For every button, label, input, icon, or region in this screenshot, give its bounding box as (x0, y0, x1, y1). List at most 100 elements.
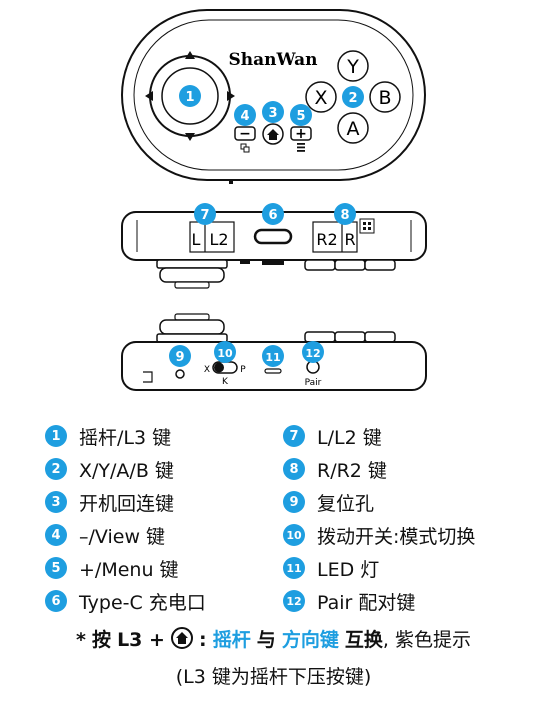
view-icon (240, 143, 250, 153)
legend-badge: 11 (283, 557, 305, 579)
note-line-1: * 按 L3 + : 摇杆 与 方向键 互换, 紫色提示 (0, 625, 547, 652)
arrow-left-icon (145, 91, 153, 101)
svg-text:5: 5 (296, 109, 305, 124)
svg-text:Pair: Pair (305, 378, 322, 388)
legend-label: 拨动开关:模式切换 (317, 525, 476, 548)
menu-icon (297, 143, 305, 152)
note-swap: 互换 (344, 629, 383, 651)
home-icon (267, 129, 279, 140)
note-and: 与 (256, 629, 276, 651)
reset-hole (175, 369, 185, 379)
legend-label: Type-C 充电口 (79, 591, 206, 614)
legend-badge: 5 (45, 557, 67, 579)
legend-item-11: 11 LED 灯 (283, 554, 379, 582)
legend-badge: 6 (45, 590, 67, 612)
minus-button (234, 126, 256, 141)
controller-top-view: L L2 R2 R 6 7 (121, 203, 427, 289)
legend-label: Pair 配对键 (317, 591, 416, 614)
callout-5: 5 (290, 104, 312, 126)
home-icon (170, 627, 193, 649)
callout-11: 11 (262, 345, 284, 367)
note-line-2: (L3 键为摇杆下压按键) (175, 666, 372, 688)
note-colon: : (199, 629, 207, 651)
svg-text:P: P (240, 365, 246, 375)
svg-text:B: B (378, 87, 391, 109)
legend-badge: 8 (283, 458, 305, 480)
svg-text:R: R (344, 230, 355, 249)
svg-text:A: A (347, 118, 360, 140)
callout-4: 4 (234, 104, 256, 126)
button-y (337, 50, 369, 82)
svg-text:9: 9 (175, 350, 184, 365)
callout-12: 12 (302, 341, 324, 363)
legend-label: 摇杆/L3 键 (79, 426, 172, 449)
legend-badge: 4 (45, 524, 67, 546)
svg-text:10: 10 (217, 347, 233, 360)
legend-item-12: 12 Pair 配对键 (283, 587, 415, 615)
svg-text:2: 2 (348, 91, 357, 106)
legend-label: +/Menu 键 (79, 558, 179, 581)
note-dpad: 方向键 (281, 629, 339, 651)
svg-text:R2: R2 (316, 230, 337, 249)
svg-text:+: + (295, 126, 307, 142)
callout-2: 2 (342, 86, 364, 108)
svg-text:−: − (239, 126, 251, 142)
callout-6: 6 (262, 203, 284, 225)
legend-badge: 9 (283, 491, 305, 513)
arrow-up-icon (185, 51, 195, 59)
legend-item-10: 10 拨动开关:模式切换 (283, 521, 475, 549)
qr-icon (359, 218, 375, 234)
svg-text:7: 7 (200, 208, 209, 223)
svg-text:X: X (204, 365, 210, 375)
legend-item-8: 8 R/R2 键 (283, 455, 387, 483)
svg-text:12: 12 (305, 347, 320, 360)
button-a (337, 112, 369, 144)
svg-text:8: 8 (340, 208, 349, 223)
legend-label: –/View 键 (79, 525, 166, 548)
callout-9: 9 (169, 345, 191, 367)
svg-text:L2: L2 (209, 230, 228, 249)
svg-text:1: 1 (185, 90, 194, 105)
legend-item-6: 6 Type-C 充电口 (45, 587, 206, 615)
legend-item-2: 2 X/Y/A/B 键 (45, 455, 174, 483)
arrow-right-icon (227, 91, 235, 101)
controller-diagram: ShanWan Y X B A − + 1 2 (121, 9, 427, 391)
controller-bottom-view: X P K Pair 9 10 11 12 (121, 313, 427, 391)
legend-label: LED 灯 (317, 558, 380, 581)
usb-c-port (253, 228, 293, 245)
legend-badge: 3 (45, 491, 67, 513)
svg-text:11: 11 (265, 351, 280, 364)
svg-text:4: 4 (240, 109, 249, 124)
controller-front-view: ShanWan Y X B A − + 1 2 (121, 9, 426, 184)
button-b (369, 81, 401, 113)
legend-label: L/L2 键 (317, 426, 382, 449)
note-star: * (76, 629, 86, 651)
legend-item-4: 4 –/View 键 (45, 521, 165, 549)
note-press: 按 (92, 629, 112, 651)
legend-badge: 10 (283, 524, 305, 546)
legend-badge: 1 (45, 425, 67, 447)
legend-label: 复位孔 (317, 492, 375, 515)
legend-label: 开机回连键 (79, 492, 175, 515)
svg-text:6: 6 (268, 208, 277, 223)
svg-text:3: 3 (268, 106, 277, 121)
legend: 1 摇杆/L3 键 2 X/Y/A/B 键 3 开机回连键 4 –/View 键… (0, 418, 547, 618)
shoulder-l-l2 (189, 221, 235, 253)
note-l3: L3 + (117, 629, 165, 651)
callout-1: 1 (179, 85, 201, 107)
legend-badge: 2 (45, 458, 67, 480)
legend-item-5: 5 +/Menu 键 (45, 554, 179, 582)
led-indicator (264, 368, 282, 374)
brand-logo: ShanWan (228, 50, 317, 70)
legend-badge: 12 (283, 590, 305, 612)
callout-3: 3 (262, 101, 284, 123)
legend-badge: 7 (283, 425, 305, 447)
svg-text:X: X (314, 87, 327, 109)
arrow-down-icon (185, 133, 195, 141)
svg-text:K: K (222, 377, 229, 387)
legend-label: X/Y/A/B 键 (79, 459, 174, 482)
shoulder-r2-r (312, 221, 358, 253)
callout-8: 8 (334, 203, 356, 225)
callout-7: 7 (194, 203, 216, 225)
note-joystick: 摇杆 (212, 629, 251, 651)
